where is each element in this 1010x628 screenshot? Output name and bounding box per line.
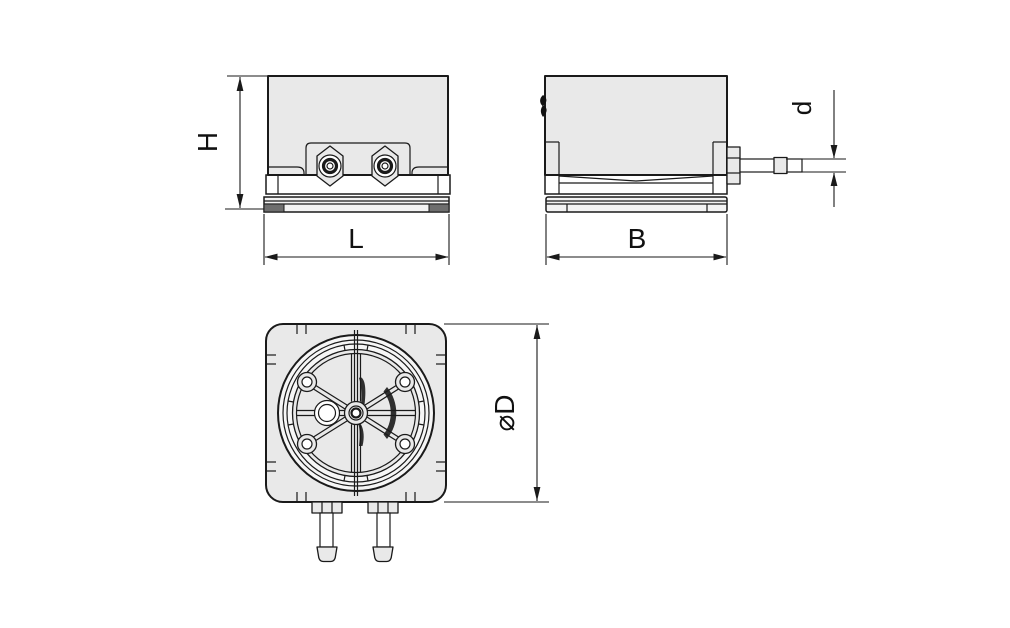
side-retainer-clip <box>540 95 547 117</box>
hose-barb-ring <box>773 156 788 175</box>
front-seal-cap-left <box>263 203 285 213</box>
side-hose-connector <box>726 146 803 185</box>
dim-H-label: H <box>192 132 223 152</box>
dim-H: H <box>192 75 268 210</box>
dim-d: d <box>786 90 846 207</box>
screw-hole <box>394 433 416 455</box>
screw-hole <box>296 371 318 393</box>
dim-D: ⌀D <box>444 323 549 503</box>
center-hub <box>343 400 369 426</box>
side-parting-line <box>558 175 714 182</box>
dim-D-label: ⌀D <box>489 394 520 431</box>
front-recess <box>305 142 411 175</box>
side-body <box>544 75 728 176</box>
rim-ticks <box>287 344 425 482</box>
front-view: H L <box>192 75 451 265</box>
front-seal-plates <box>263 196 450 213</box>
dim-L-label: L <box>348 223 364 254</box>
front-step-left <box>268 166 305 175</box>
hose-hex-collar <box>726 146 741 185</box>
bottom-view: ⌀D <box>265 323 549 563</box>
side-flange <box>544 174 728 195</box>
front-flange <box>265 174 451 195</box>
dim-d-label: d <box>787 101 817 115</box>
hose-tube <box>739 158 803 173</box>
side-view: B d <box>540 75 846 265</box>
dim-L: L <box>263 214 450 265</box>
front-body <box>267 75 449 176</box>
front-port-right <box>371 145 399 187</box>
dim-B: B <box>545 214 728 265</box>
front-step-right <box>411 166 448 175</box>
corner-ticks <box>267 325 445 501</box>
front-port-left <box>316 145 344 187</box>
side-seal-plates <box>545 196 728 213</box>
hose-nipple-right <box>367 501 399 563</box>
screw-holes <box>296 371 416 455</box>
screw-hole <box>394 371 416 393</box>
hose-nipple-left <box>311 501 343 563</box>
screw-hole <box>296 433 318 455</box>
dim-B-label: B <box>628 223 647 254</box>
offset-port <box>313 399 341 427</box>
front-seal-cap-right <box>428 203 450 213</box>
